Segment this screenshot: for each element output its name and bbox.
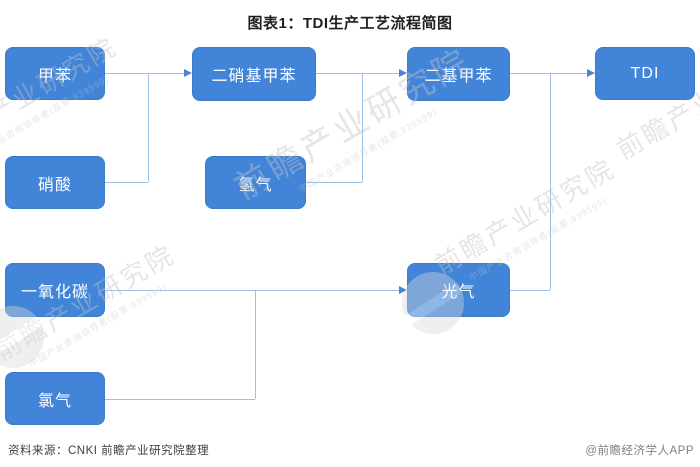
chart-title: 图表1：TDI生产工艺流程简图: [247, 15, 453, 32]
connector-dnt-out: [316, 73, 399, 74]
connector-phosgene-out: [510, 290, 550, 291]
node-toluene: 甲苯: [5, 47, 105, 100]
node-phosgene: 光气: [407, 263, 510, 317]
data-source-note: 资料来源：CNKI 前瞻产业研究院整理: [8, 445, 210, 457]
connector-tda-out: [510, 73, 588, 74]
connector-join3-vertical: [550, 73, 551, 290]
app-credit: @前瞻经济学人APP: [585, 445, 694, 457]
arrowhead-into-dinitrotoluene: [184, 69, 192, 77]
node-nitric-acid: 硝酸: [5, 156, 105, 209]
arrowhead-into-phosgene: [399, 286, 407, 294]
node-chlorine: 氯气: [5, 372, 105, 425]
connector-join2-vertical: [362, 73, 363, 182]
connector-co-out: [105, 290, 399, 291]
connector-hydrogen-out: [306, 182, 362, 183]
connector-join1-vertical: [148, 73, 149, 182]
arrowhead-into-tdi: [587, 69, 595, 77]
node-dinitrotoluene: 二硝基甲苯: [192, 47, 316, 101]
connector-chlorine-out: [105, 399, 255, 400]
node-hydrogen: 氢气: [205, 156, 306, 209]
connector-toluene-out: [105, 73, 185, 74]
node-tdi: TDI: [595, 47, 695, 100]
node-diaminotoluene: 二基甲苯: [407, 47, 510, 101]
connector-join4-vertical: [255, 290, 256, 399]
node-carbon-monoxide: 一氧化碳: [5, 263, 105, 317]
arrowhead-into-diaminotoluene: [399, 69, 407, 77]
connector-nitric-out: [105, 182, 148, 183]
